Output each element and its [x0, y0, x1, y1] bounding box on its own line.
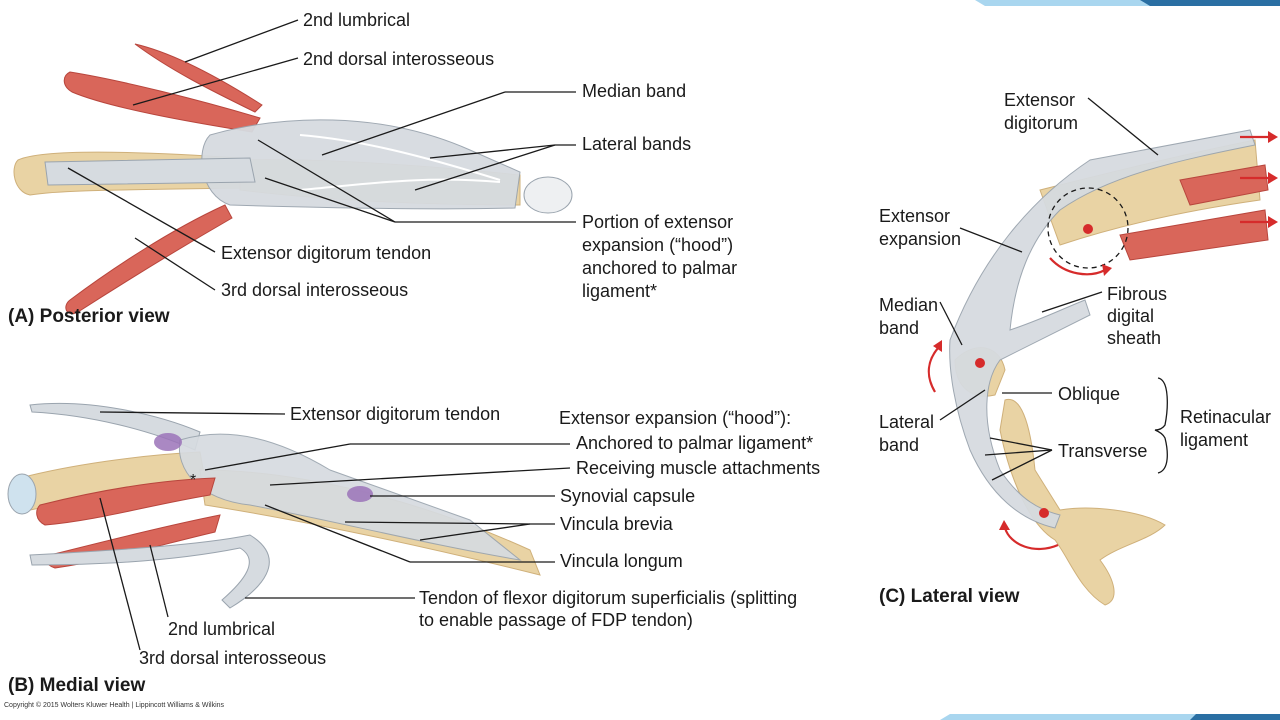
label-lateral-band-line2: band: [879, 435, 920, 455]
label-lateral-band-line1: Lateral: [879, 412, 935, 432]
label-3rd-dorsal-interosseous-b: 3rd dorsal interosseous: [139, 648, 327, 668]
accent-bars: [940, 0, 1280, 720]
label-retinacular-line1: Retinacular: [1180, 407, 1272, 427]
distal-tip: [523, 176, 573, 214]
lateral-muscle-upper: [1179, 164, 1269, 206]
lateral-distal-phalanx: [999, 398, 1166, 606]
medial-view-drawing: [7, 402, 571, 651]
joint-axis-dashed: [1047, 187, 1129, 269]
label-retinacular-line2: ligament: [1180, 430, 1249, 450]
label-hood-line1: Portion of extensor: [582, 212, 734, 232]
title-medial-view: (B) Medial view: [8, 675, 146, 696]
lateral-muscle-lower: [1119, 209, 1269, 261]
extensor-hood: [201, 119, 521, 210]
label-median-band-a: Median band: [582, 81, 687, 101]
third-dorsal-interosseous-muscle: [65, 204, 233, 314]
second-lumbrical-muscle: [134, 43, 263, 113]
label-hood-line4: ligament*: [582, 281, 658, 301]
label-vincula-brevia: Vincula brevia: [560, 514, 673, 534]
label-2nd-dorsal-interosseous-a: 2nd dorsal interosseous: [303, 49, 495, 69]
fds-tendon: [29, 534, 270, 609]
label-fibrous-line3: sheath: [1107, 328, 1162, 348]
label-extensor-tendon-a: Extensor digitorum tendon: [221, 243, 432, 263]
lumbrical-medial: [36, 477, 216, 526]
extensor-tendon-strip: [44, 157, 256, 186]
label-extensor-expansion-line2: expansion: [879, 229, 962, 249]
label-fds-line1: Tendon of flexor digitorum superficialis…: [419, 588, 798, 608]
posterior-view-drawing: [13, 19, 576, 314]
label-hood-line2: expansion (“hood”): [582, 235, 734, 255]
label-extensor-digitorum-line1: Extensor: [1004, 90, 1076, 110]
metacarpal-head: [7, 473, 37, 515]
joint-axis-dot-2: [975, 358, 985, 368]
lateral-hood: [949, 129, 1256, 529]
label-lateral-bands: Lateral bands: [582, 134, 692, 154]
title-posterior-view: (A) Posterior view: [8, 306, 170, 327]
label-extensor-expansion-line1: Extensor: [879, 206, 951, 226]
copyright-notice: Copyright © 2015 Wolters Kluwer Health |…: [4, 702, 225, 709]
lateral-view-drawing: [927, 97, 1278, 606]
motion-arrows: [927, 131, 1278, 550]
label-hood-line3: anchored to palmar: [582, 258, 738, 278]
label-synovial-capsule: Synovial capsule: [560, 486, 696, 506]
label-median-band-line2: band: [879, 318, 920, 338]
label-oblique: Oblique: [1058, 384, 1121, 404]
joint-axis-dot-1: [1083, 224, 1093, 234]
label-median-band-line1: Median: [879, 295, 939, 315]
synovial-capsule-1: [154, 433, 182, 451]
label-anchored: Anchored to palmar ligament*: [576, 433, 814, 453]
title-lateral-view: (C) Lateral view: [879, 586, 1020, 607]
label-extensor-tendon-b: Extensor digitorum tendon: [290, 404, 501, 424]
second-dorsal-interosseous-muscle: [63, 71, 261, 133]
label-vincula-longum: Vincula longum: [560, 551, 683, 571]
label-receiving: Receiving muscle attachments: [576, 458, 821, 478]
label-3rd-dorsal-interosseous-a: 3rd dorsal interosseous: [221, 280, 409, 300]
label-extensor-digitorum-line2: digitorum: [1004, 113, 1079, 133]
label-2nd-lumbrical-b: 2nd lumbrical: [168, 619, 276, 639]
label-transverse: Transverse: [1058, 441, 1148, 461]
label-fibrous-line1: Fibrous: [1107, 284, 1168, 304]
asterisk-marker: *: [190, 472, 197, 489]
label-2nd-lumbrical-a: 2nd lumbrical: [303, 10, 411, 30]
label-expansion-heading: Extensor expansion (“hood”):: [559, 408, 792, 428]
label-fds-line2: to enable passage of FDP tendon): [419, 610, 693, 630]
joint-axis-dot-3: [1039, 508, 1049, 518]
synovial-capsule-2: [347, 486, 373, 502]
label-fibrous-line2: digital: [1107, 306, 1155, 326]
